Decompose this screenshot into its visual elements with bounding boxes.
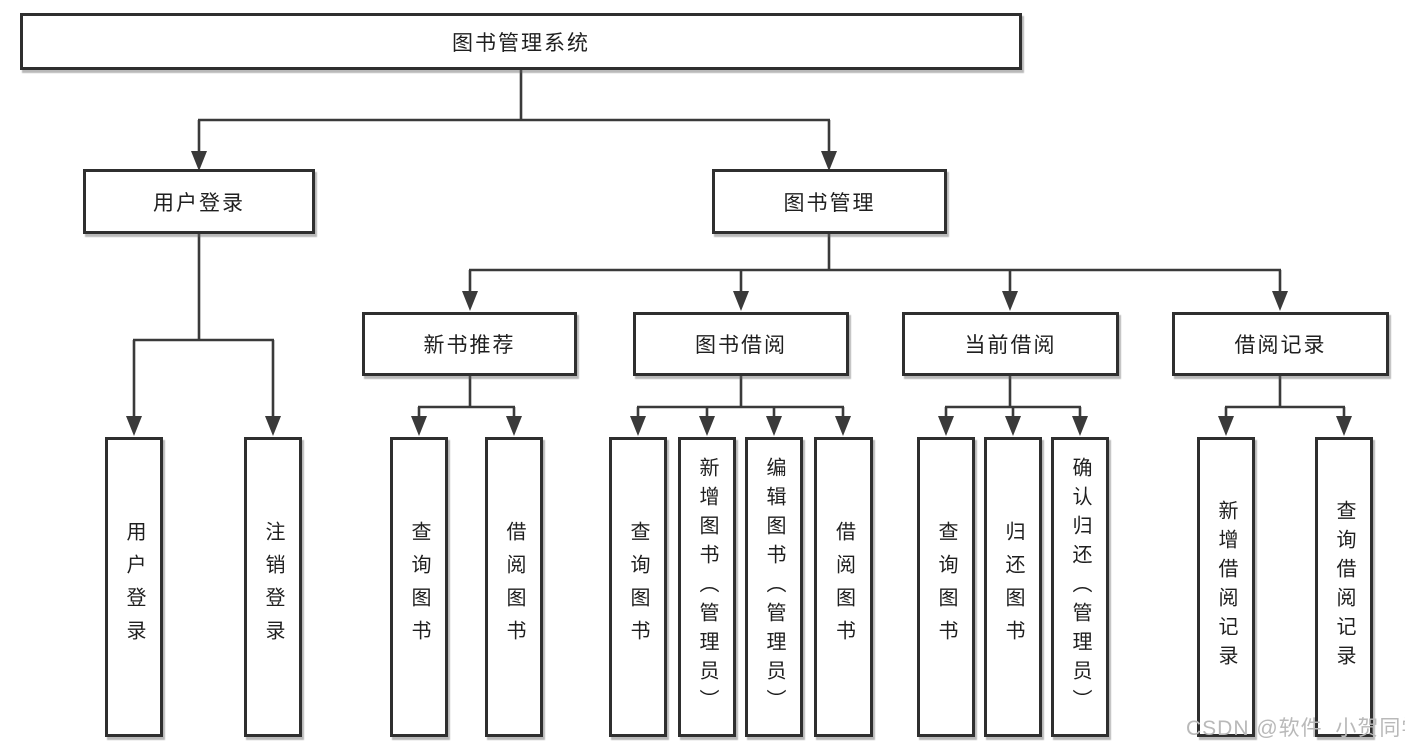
leaf-user-login: 用户登录 [105,437,163,737]
node-book-borrow: 图书借阅 [633,312,849,376]
leaf-borrow-add-books-admin: 新增图书（管理员） [678,437,736,737]
leaf-record-query: 查询借阅记录 [1315,437,1373,737]
csdn-watermark: CSDN @软件_小贺同学 [1186,717,1405,740]
node-current-borrow: 当前借阅 [902,312,1119,376]
leaf-record-add: 新增借阅记录 [1197,437,1255,737]
node-new-book-recommend: 新书推荐 [362,312,577,376]
node-borrow-record: 借阅记录 [1172,312,1389,376]
leaf-current-return-books: 归还图书 [984,437,1042,737]
leaf-newbook-borrow-books: 借阅图书 [485,437,543,737]
node-book-mgmt: 图书管理 [712,169,947,234]
leaf-borrow-query-books: 查询图书 [609,437,667,737]
leaf-borrow-borrow-books: 借阅图书 [814,437,873,737]
node-root: 图书管理系统 [20,13,1022,70]
leaf-borrow-edit-books-admin: 编辑图书（管理员） [745,437,803,737]
node-user-login: 用户登录 [83,169,315,234]
leaf-newbook-query-books: 查询图书 [390,437,448,737]
leaf-current-query-books: 查询图书 [917,437,975,737]
leaf-logout: 注销登录 [244,437,302,737]
leaf-current-confirm-return-admin: 确认归还（管理员） [1051,437,1109,737]
